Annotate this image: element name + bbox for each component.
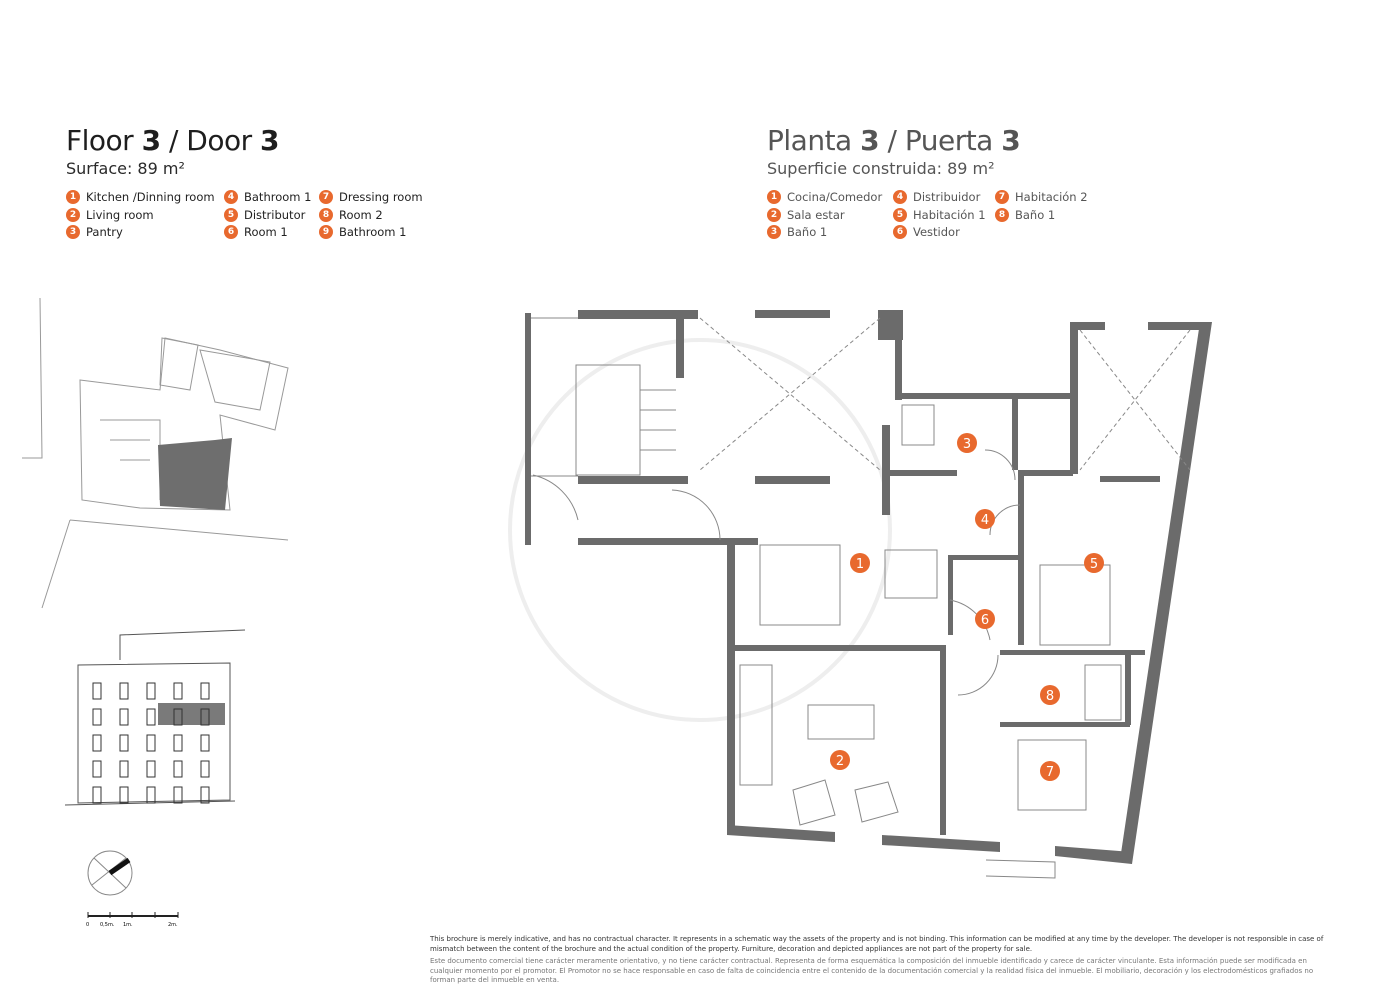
room-marker: 3	[957, 433, 977, 453]
surface-spanish: Superficie construida: 89 m²	[767, 159, 995, 178]
legend-label: Bathroom 1	[244, 190, 312, 204]
legend-item: 8 Baño 1	[995, 207, 1056, 222]
room-marker: 5	[1084, 553, 1104, 573]
number-badge: 2	[66, 207, 80, 222]
legend-item: 3 Pantry	[66, 225, 123, 239]
disclaimer-spanish: Este documento comercial tiene carácter …	[430, 957, 1314, 984]
scale-tick: 0	[86, 922, 89, 928]
legend-label: Distribuidor	[913, 190, 981, 204]
room-marker: 7	[1040, 761, 1060, 781]
number-badge: 2	[767, 207, 781, 222]
number-badge: 9	[319, 225, 333, 239]
room-marker-number: 1	[856, 557, 864, 572]
number-badge: 4	[893, 190, 907, 204]
legend-spanish: 1 Cocina/Comedor 2 Sala estar 3 Baño 1 4 Distri…	[767, 190, 1127, 250]
room-marker: 6	[975, 609, 995, 629]
room-marker: 4	[975, 509, 995, 529]
room-marker-number: 4	[981, 513, 989, 528]
room-marker-number: 3	[963, 437, 971, 452]
room-marker: 8	[1040, 685, 1060, 705]
room-marker-number: 7	[1046, 765, 1054, 780]
legend-item: 9 Bathroom 1	[319, 225, 406, 239]
number-badge: 8	[995, 207, 1009, 222]
legend-label: Distributor	[244, 207, 306, 222]
room-marker: 2	[830, 750, 850, 770]
surface-english: Surface: 89 m²	[66, 159, 185, 178]
number-badge: 1	[66, 190, 80, 204]
legend-item: 7 Dressing room	[319, 190, 423, 204]
room-marker: 1	[850, 553, 870, 573]
north-compass-and-scale: 0 0,5m. 1m. 2m.	[86, 850, 179, 928]
legend-item: 8 Room 2	[319, 207, 383, 222]
compass-icon	[87, 850, 133, 896]
disclaimer-english: This brochure is merely indicative, and …	[430, 935, 1324, 953]
number-badge: 7	[319, 190, 333, 204]
legend-label: Sala estar	[787, 207, 845, 222]
legend-label: Room 2	[339, 207, 383, 222]
site-plan	[22, 297, 289, 609]
legend-label: Pantry	[86, 225, 123, 239]
legend-item: 4 Bathroom 1	[224, 190, 311, 204]
legend-item: 3 Baño 1	[767, 225, 827, 239]
number-badge: 1	[767, 190, 781, 204]
watermark-logo	[508, 338, 892, 722]
number-badge: 7	[995, 190, 1009, 204]
legend-item: 4 Distribuidor	[893, 190, 980, 204]
legend-label: Room 1	[244, 225, 288, 239]
legend-english: 1 Kitchen /Dinning room 2 Living room 3 Pantr…	[66, 190, 446, 250]
legend-label: Baño 1	[1015, 207, 1056, 222]
legend-item: 1 Kitchen /Dinning room	[66, 190, 215, 204]
number-badge: 3	[66, 225, 80, 239]
title-spanish: Planta 3 / Puerta 3	[767, 124, 1021, 157]
room-marker-number: 2	[836, 754, 844, 769]
legend-item: 6 Vestidor	[893, 225, 960, 239]
legend-label: Vestidor	[913, 225, 960, 239]
scale-tick: 1m.	[123, 922, 133, 928]
disclaimer: This brochure is merely indicative, and …	[430, 935, 1340, 986]
legend-label: Bathroom 1	[339, 225, 407, 239]
legend-label: Cocina/Comedor	[787, 190, 883, 204]
legend-item: 2 Sala estar	[767, 207, 845, 222]
legend-label: Habitación 2	[1015, 190, 1088, 204]
legend-item: 6 Room 1	[224, 225, 288, 239]
title-english: Floor 3 / Door 3	[66, 124, 279, 157]
legend-item: 5 Distributor	[224, 207, 306, 222]
number-badge: 6	[893, 225, 907, 239]
legend-item: 5 Habitación 1	[893, 207, 986, 222]
scale-tick: 0,5m.	[100, 922, 115, 928]
number-badge: 5	[893, 207, 907, 222]
legend-item: 1 Cocina/Comedor	[767, 190, 882, 204]
number-badge: 6	[224, 225, 238, 239]
room-marker-number: 8	[1046, 689, 1054, 704]
number-badge: 4	[224, 190, 238, 204]
legend-label: Kitchen /Dinning room	[86, 190, 215, 204]
number-badge: 5	[224, 207, 238, 222]
number-badge: 8	[319, 207, 333, 222]
legend-item: 2 Living room	[66, 207, 154, 222]
legend-label: Living room	[86, 207, 154, 222]
legend-label: Habitación 1	[913, 207, 986, 222]
room-marker-number: 6	[981, 613, 989, 628]
room-marker-number: 5	[1090, 557, 1098, 572]
facade-elevation	[64, 629, 246, 806]
legend-label: Dressing room	[339, 190, 423, 204]
number-badge: 3	[767, 225, 781, 239]
legend-item: 7 Habitación 2	[995, 190, 1088, 204]
scale-tick: 2m.	[168, 922, 178, 928]
legend-label: Baño 1	[787, 225, 828, 239]
unit-highlight	[158, 438, 232, 510]
